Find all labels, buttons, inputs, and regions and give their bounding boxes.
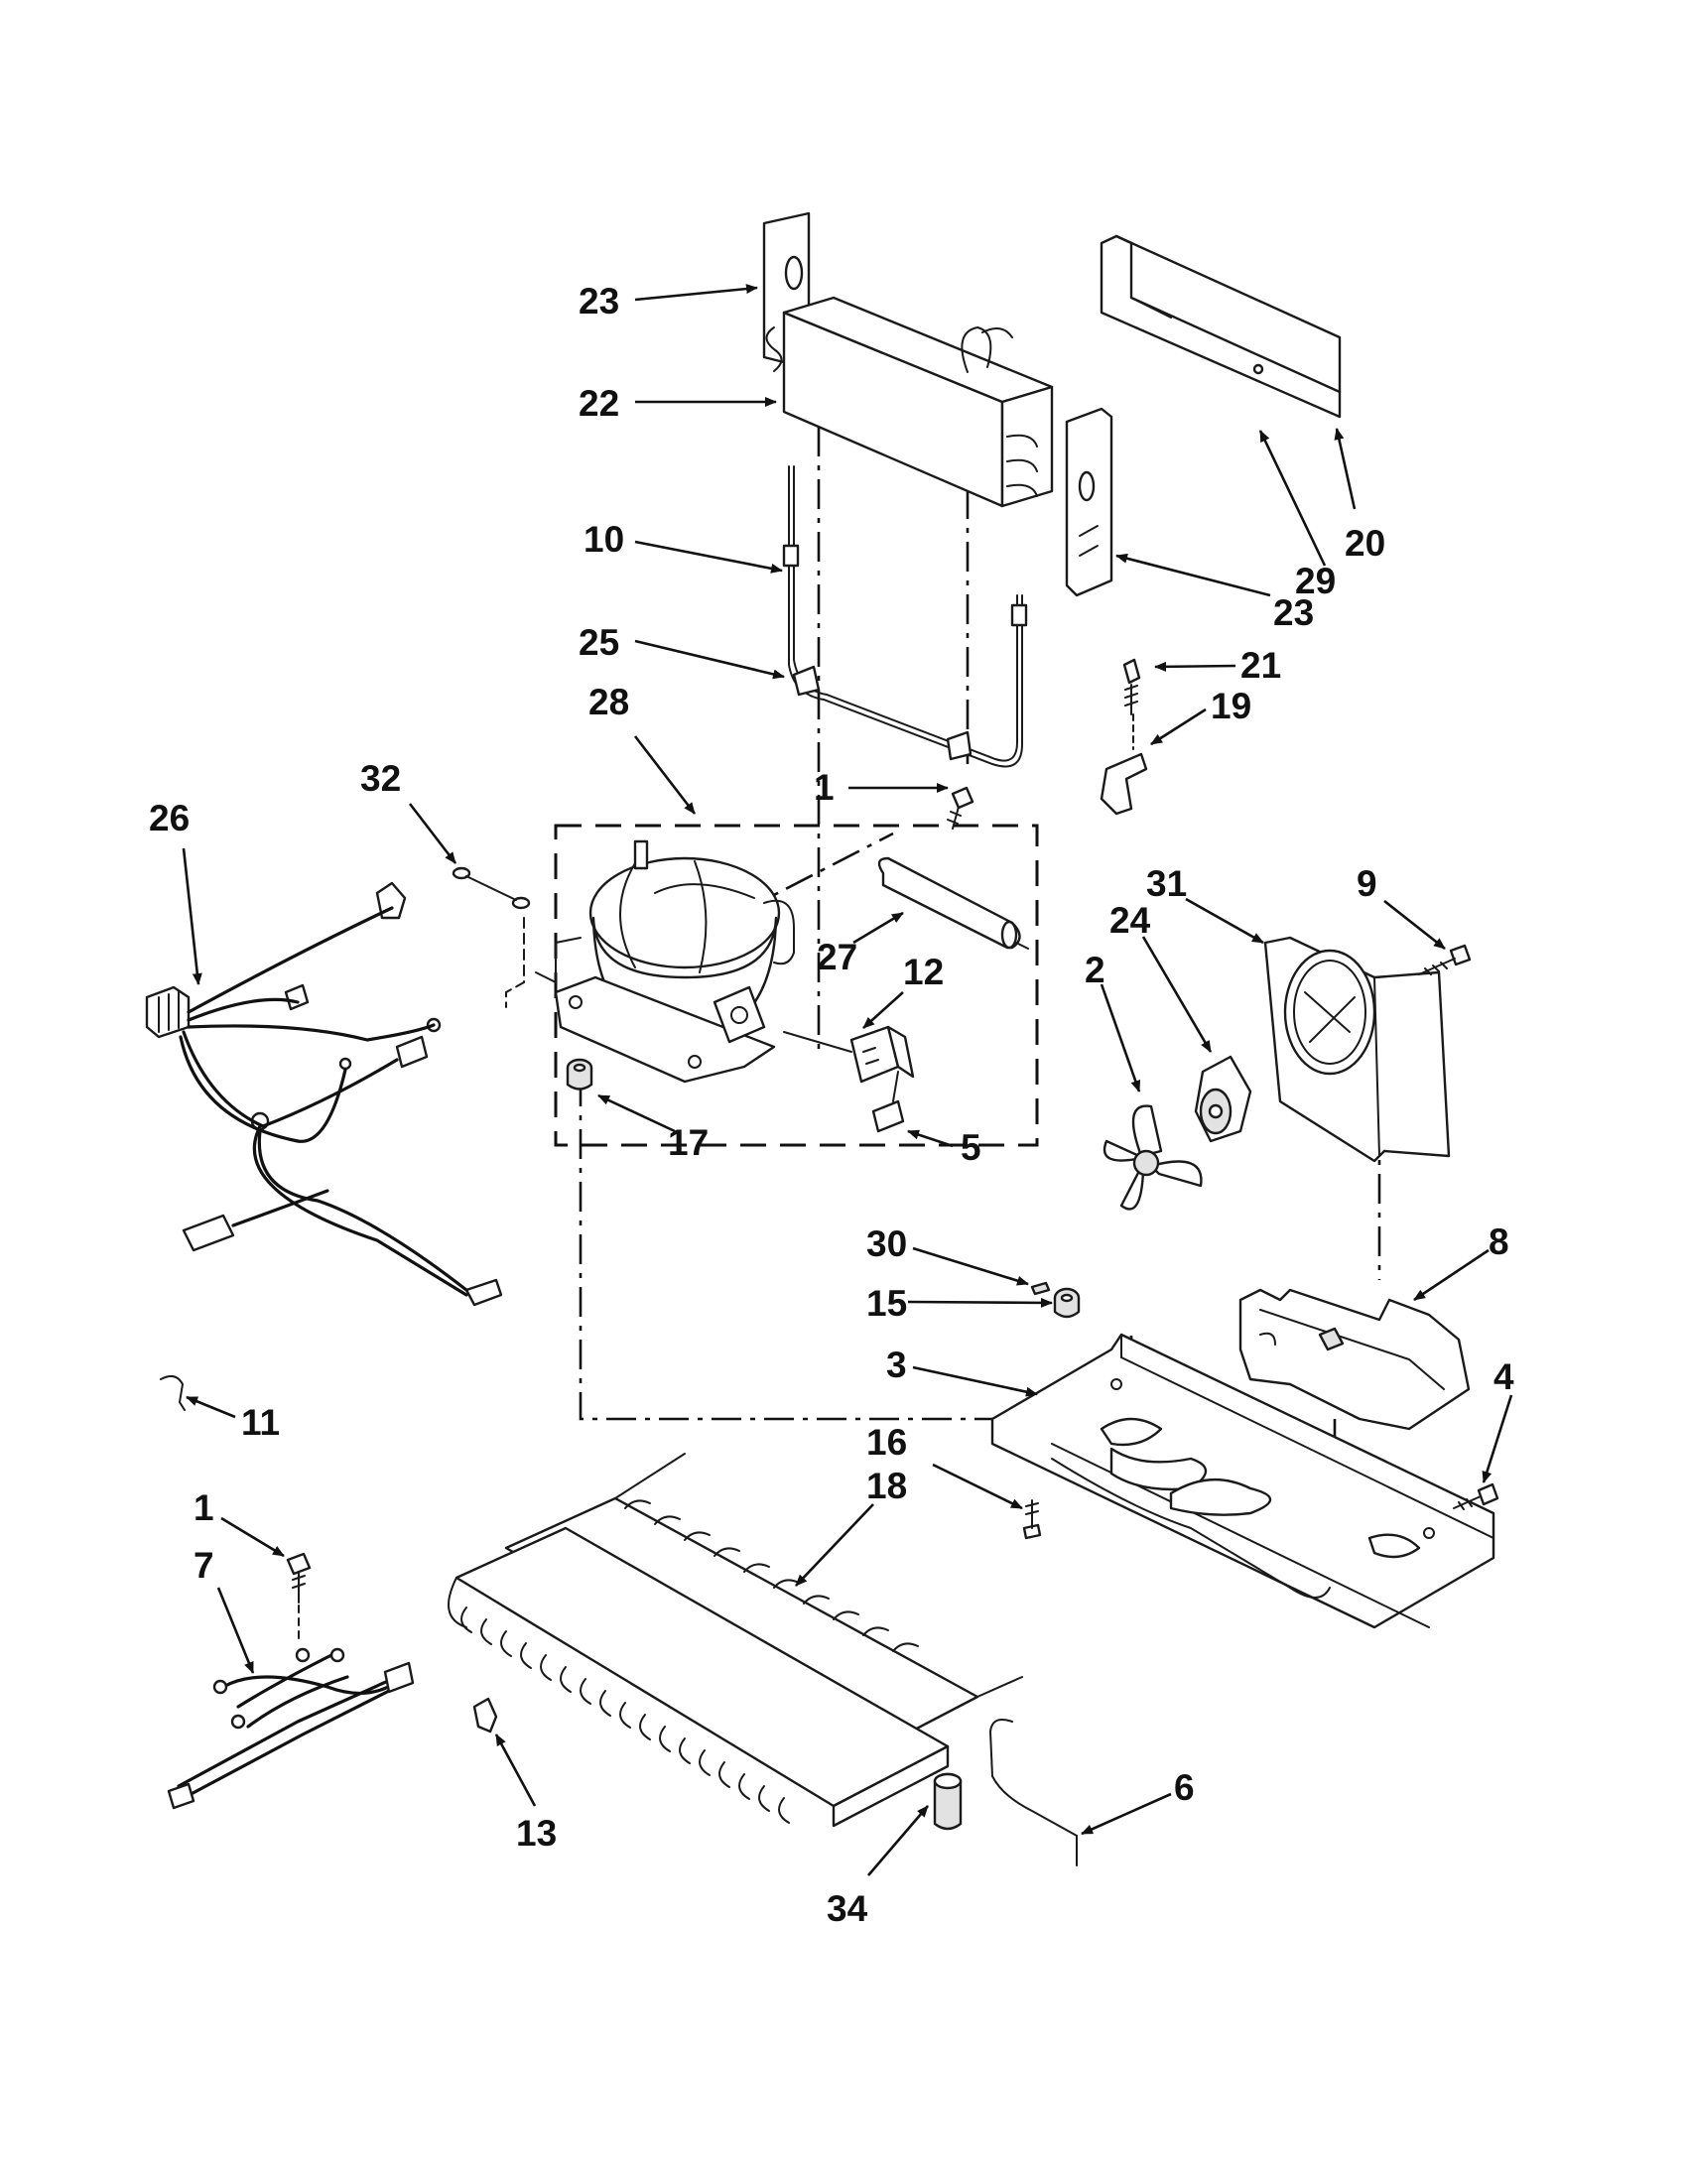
callout-13: 13 [516,1813,557,1854]
callout-26: 26 [149,798,190,838]
callout-21: 21 [1240,645,1281,686]
callout-25: 25 [579,622,619,663]
evaporator-cover [1100,234,1342,419]
callout-20: 20 [1345,523,1385,564]
callout-3: 3 [886,1345,907,1385]
callout-15: 15 [866,1283,907,1324]
callout-32: 32 [360,758,401,799]
evaporator-bracket-right [1065,407,1113,597]
clip-19 [1100,752,1148,816]
callout-16: 16 [866,1422,907,1463]
callout-10: 10 [584,519,624,560]
base-plate [990,1333,1495,1629]
callout-12: 12 [903,952,944,992]
callout-17: 17 [668,1122,709,1163]
start-relay [783,1025,915,1084]
callout-24: 24 [1109,900,1151,941]
callout-11: 11 [241,1402,280,1443]
wire-harness-7 [167,1647,415,1810]
drier [877,856,1029,950]
fan-motor [1194,1055,1252,1143]
tube-6 [988,1719,1078,1866]
part-34 [933,1772,963,1831]
fan-shroud [1263,936,1451,1163]
ground-strap [452,866,531,1008]
callout-4: 4 [1493,1356,1514,1397]
screw-4 [1453,1482,1499,1510]
callout-2: 2 [1085,950,1105,990]
callout-6: 6 [1174,1767,1195,1808]
callout-27: 27 [817,937,857,977]
callout-30: 30 [866,1223,907,1264]
grommet-17 [566,1058,593,1091]
part-30 [1030,1281,1051,1296]
fan-blade [1103,1104,1203,1211]
bolt-1 [947,786,974,830]
evaporator [762,211,1054,508]
screw-16 [1022,1499,1042,1540]
callout-23-right: 23 [1273,592,1314,633]
callout-8: 8 [1489,1221,1509,1262]
callout-1-top: 1 [814,767,835,808]
bracket-8 [1238,1288,1471,1431]
leader-lines [182,284,1513,1876]
callout-1-lower: 1 [194,1487,214,1528]
clip-13 [472,1697,498,1734]
condenser [448,1453,1023,1828]
grommet-15 [1053,1287,1081,1319]
callout-18: 18 [866,1466,907,1506]
callout-22: 22 [579,383,619,424]
callout-23: 23 [579,281,619,321]
defrost-heater [782,465,1028,768]
screw-9 [1418,944,1472,975]
callout-19: 19 [1211,686,1251,726]
callout-labels: 23 22 10 25 28 1 20 29 23 21 19 32 26 27… [149,281,1514,1929]
overload [871,1071,905,1133]
callout-31: 31 [1146,863,1187,904]
callout-28: 28 [588,682,629,722]
callout-5: 5 [961,1127,981,1168]
callout-7: 7 [194,1545,214,1586]
callout-29: 29 [1295,561,1336,601]
wiring-harness [145,881,503,1307]
callout-34: 34 [827,1888,868,1929]
screw-1-lower [286,1552,312,1643]
compressor-group-box [554,824,1039,1147]
compressor [535,839,795,1084]
callout-9: 9 [1357,863,1377,904]
clip-11 [160,1374,186,1411]
screw-21 [1122,658,1141,750]
